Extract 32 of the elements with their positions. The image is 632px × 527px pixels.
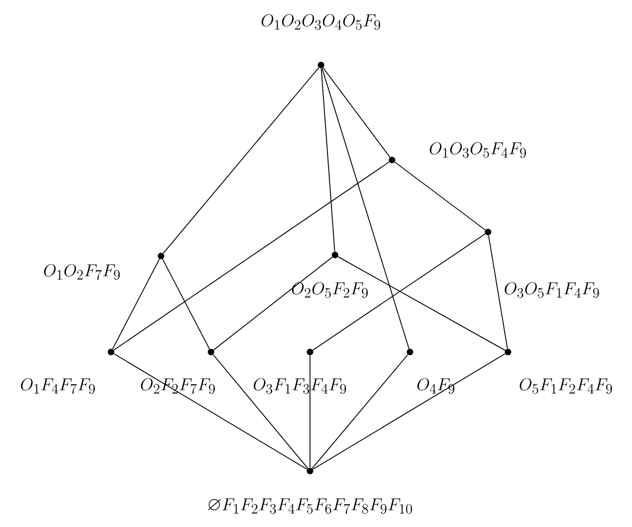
edge-line bbox=[322, 67, 390, 158]
node-label: $O_1O_2O_3O_4O_5F_9$ bbox=[262, 14, 380, 30]
node-label: $O_1O_3O_5F_4F_9$ bbox=[430, 142, 526, 158]
edge-line bbox=[488, 234, 508, 350]
edge-line bbox=[312, 354, 408, 469]
edge-line bbox=[338, 256, 506, 351]
edge-line bbox=[113, 162, 390, 350]
edge-line bbox=[212, 354, 308, 469]
edge-line bbox=[320, 68, 336, 252]
edge-line bbox=[162, 258, 210, 350]
lattice-node: $\varnothing F_1F_2F_3F_4F_5F_6F_7F_8F_9F_{10}$ bbox=[208, 468, 412, 514]
node-label: $O_1O_2F_7F_9$ bbox=[44, 264, 120, 280]
edge-line bbox=[213, 256, 333, 350]
lattice-node: $O_1F_4F_7F_9$ bbox=[20, 348, 114, 394]
lattice-node: $O_1O_2O_3O_4O_5F_9$ bbox=[262, 14, 380, 68]
edge-line bbox=[322, 68, 410, 350]
lattice-node: $O_3O_5F_1F_4F_9$ bbox=[484, 228, 599, 298]
edge-line bbox=[394, 162, 486, 230]
edge-line bbox=[162, 67, 320, 254]
edge-line bbox=[312, 233, 486, 351]
lattice-node: $O_5F_1F_2F_4F_9$ bbox=[504, 348, 612, 394]
node-label: $\varnothing F_1F_2F_3F_4F_5F_6F_7F_8F_9F_{10}$ bbox=[208, 498, 412, 514]
edge-line bbox=[312, 353, 506, 470]
lattice-node: $O_2O_5F_2F_9$ bbox=[292, 252, 368, 298]
lattice-node: $O_1O_2F_7F_9$ bbox=[44, 252, 164, 280]
lattice-node: $O_1O_3O_5F_4F_9$ bbox=[388, 142, 526, 164]
edge-line bbox=[112, 258, 160, 350]
node-label: $O_5F_1F_2F_4F_9$ bbox=[520, 378, 612, 394]
node-label: $O_2O_5F_2F_9$ bbox=[292, 282, 368, 298]
node-label: $O_1F_4F_7F_9$ bbox=[20, 378, 95, 394]
edge-line bbox=[114, 353, 308, 470]
node-label: $O_3O_5F_1F_4F_9$ bbox=[504, 282, 599, 298]
